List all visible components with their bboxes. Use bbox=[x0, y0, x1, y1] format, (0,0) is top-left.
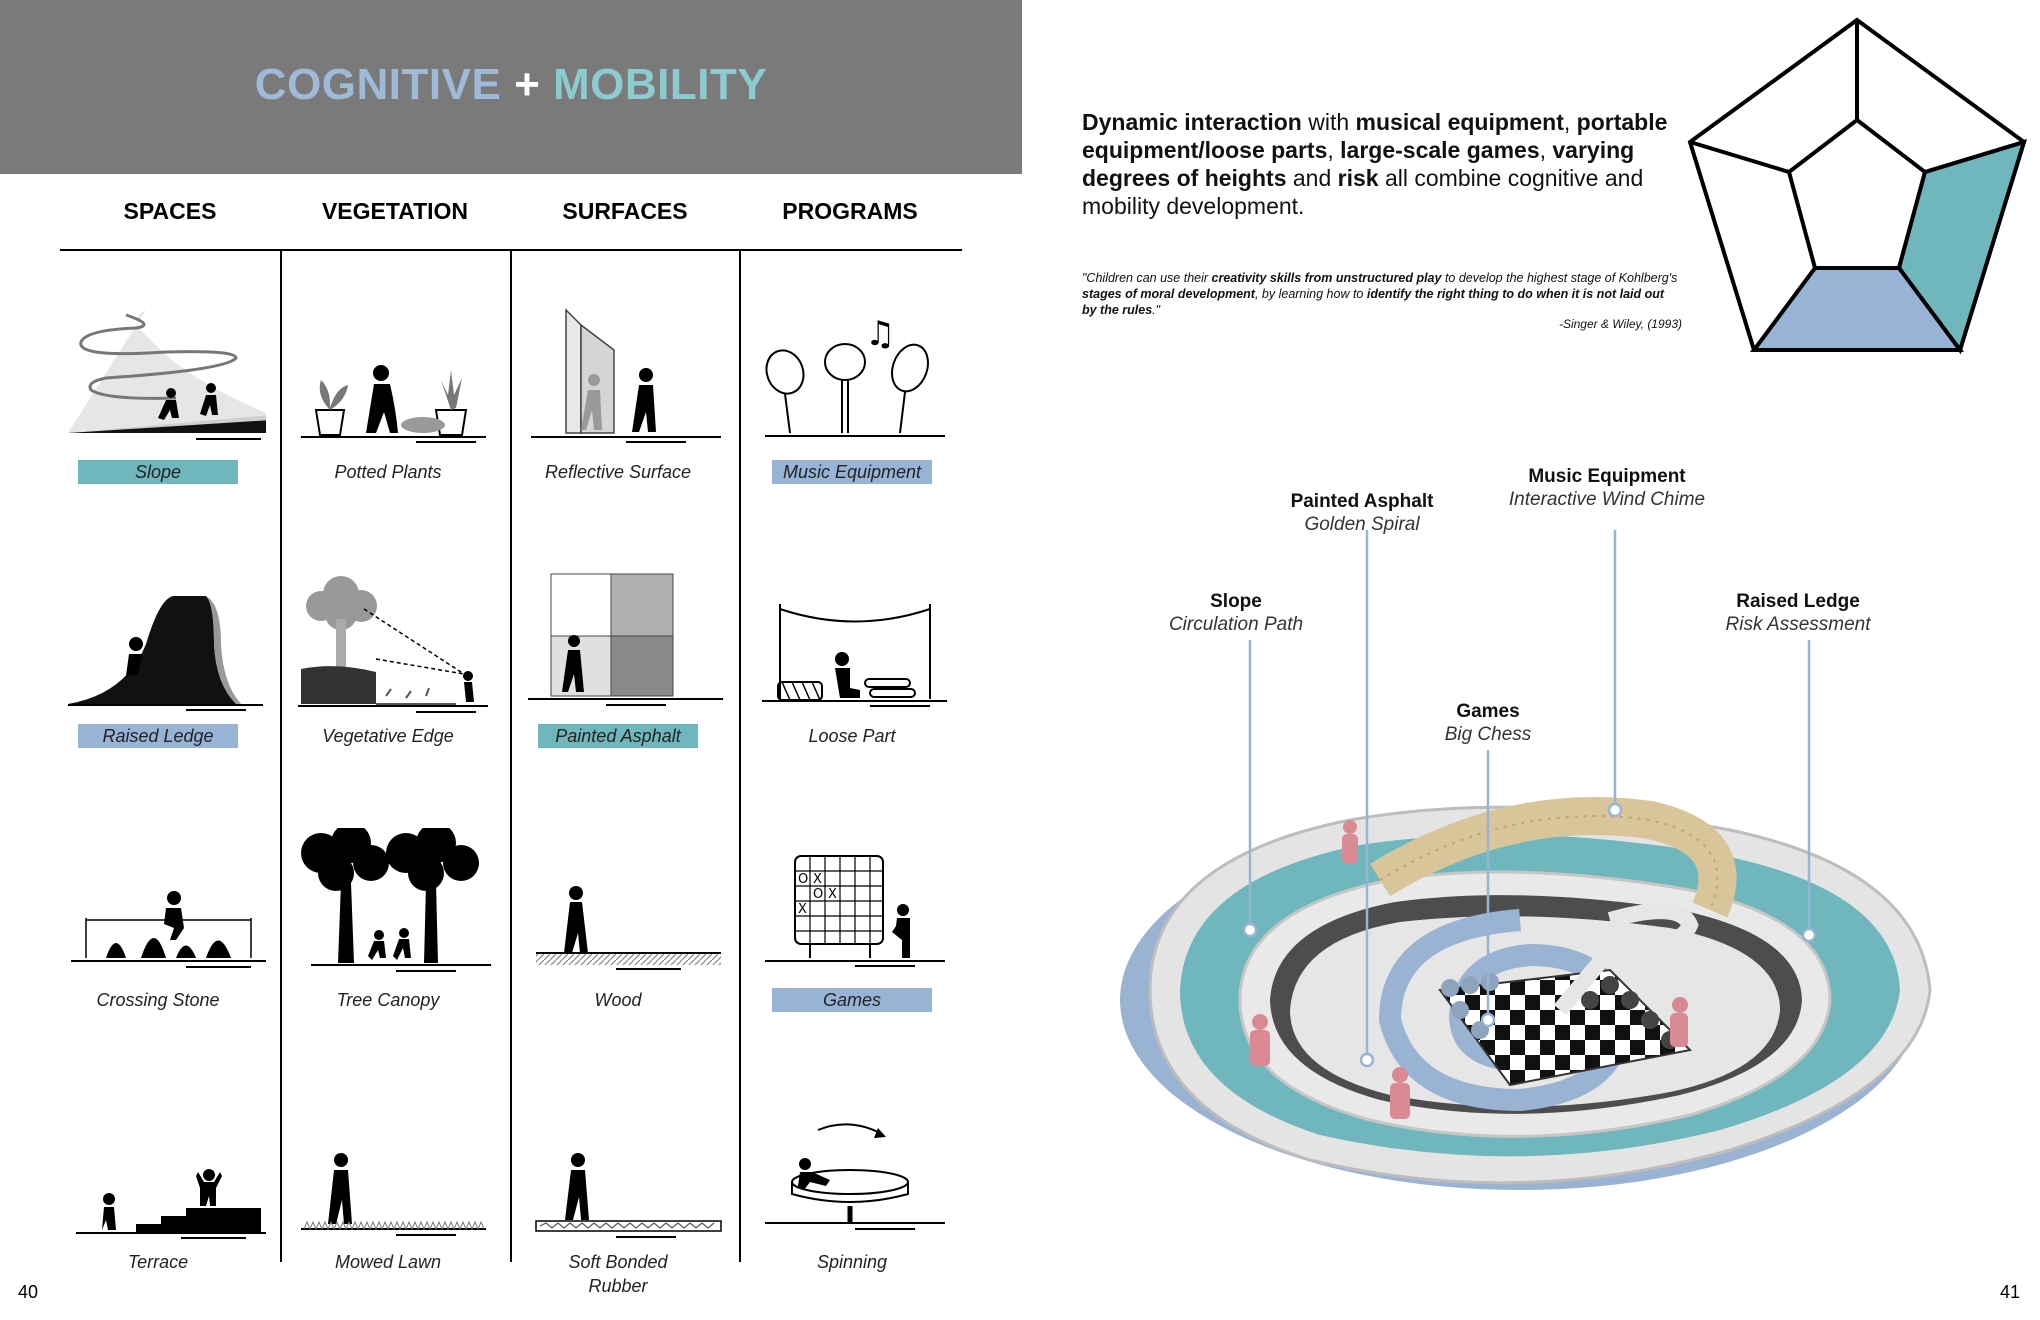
game-mark: O bbox=[813, 887, 823, 902]
cell-games: O X O X X Games bbox=[760, 828, 960, 1018]
callout-subtitle: Risk Assessment bbox=[1725, 614, 1871, 635]
label-slope: Slope bbox=[78, 460, 238, 484]
callout-subtitle: Golden Spiral bbox=[1304, 514, 1420, 535]
music-equipment-icon: ♫ bbox=[765, 314, 945, 437]
label-reflective-surface: Reflective Surface bbox=[544, 462, 692, 482]
wind-chime-fence bbox=[1370, 797, 1737, 918]
column-header-spaces: SPACES bbox=[123, 198, 217, 224]
label-music-equipment: Music Equipment bbox=[772, 460, 932, 484]
page-title: COGNITIVE + MOBILITY bbox=[0, 60, 1022, 110]
callout-title: Music Equipment bbox=[1528, 466, 1686, 487]
label-crossing-stone: Crossing Stone bbox=[96, 990, 220, 1010]
cell-raised-ledge: Raised Ledge bbox=[66, 564, 266, 754]
label-raised-ledge: Raised Ledge bbox=[78, 724, 238, 748]
cell-slope: Slope bbox=[66, 300, 266, 490]
callout-painted-asphalt: Painted Asphalt Golden Spiral bbox=[1242, 490, 1482, 536]
page-number-right: 41 bbox=[2000, 1282, 2021, 1302]
vegetative-edge-icon bbox=[298, 576, 488, 713]
soft-bonded-rubber-icon bbox=[535, 1153, 722, 1238]
column-header-vegetation: VEGETATION bbox=[321, 198, 469, 224]
slope-icon bbox=[68, 310, 266, 440]
game-mark: X bbox=[828, 887, 837, 902]
spinning-icon bbox=[765, 1123, 945, 1230]
label-spinning: Spinning bbox=[816, 1252, 888, 1272]
spiral-slide bbox=[1553, 903, 1699, 1016]
label-vegetative-edge: Vegetative Edge bbox=[322, 726, 454, 746]
column-header-programs: PROGRAMS bbox=[782, 198, 918, 224]
label-wood: Wood bbox=[594, 990, 642, 1010]
pentagon-radar-icon bbox=[1687, 17, 2028, 355]
game-mark: O bbox=[798, 872, 808, 887]
column-divider bbox=[280, 250, 282, 1262]
callout-raised-ledge: Raised Ledge Risk Assessment bbox=[1678, 590, 1918, 636]
label-games: Games bbox=[772, 988, 932, 1012]
column-divider bbox=[510, 250, 512, 1262]
mowed-lawn-icon bbox=[301, 1153, 486, 1236]
cell-tree-canopy: Tree Canopy bbox=[296, 828, 496, 1018]
callout-subtitle: Circulation Path bbox=[1168, 614, 1304, 635]
tree-canopy-icon bbox=[301, 828, 491, 972]
cell-spinning: Spinning bbox=[760, 1082, 960, 1272]
intro-paragraph: Dynamic interaction with musical equipme… bbox=[1082, 109, 1668, 219]
playground-illustration bbox=[1120, 530, 1932, 1190]
reflective-surface-icon bbox=[531, 308, 721, 443]
cell-wood: Wood bbox=[526, 828, 726, 1018]
label-terrace: Terrace bbox=[127, 1252, 189, 1272]
cell-painted-asphalt: Painted Asphalt bbox=[526, 564, 726, 754]
tic-tac-toe-icon: O X O X X bbox=[765, 855, 945, 967]
cell-terrace: Terrace bbox=[66, 1082, 266, 1272]
potted-plants-icon bbox=[301, 365, 486, 443]
cell-soft-bonded-rubber: Soft Bonded Rubber bbox=[526, 1082, 726, 1296]
game-mark: X bbox=[813, 872, 822, 887]
label-loose-part: Loose Part bbox=[808, 726, 896, 746]
callout-games: Games Big Chess bbox=[1368, 700, 1608, 746]
label-tree-canopy: Tree Canopy bbox=[336, 990, 440, 1010]
title-band bbox=[0, 0, 1022, 174]
title-plus: + bbox=[514, 60, 541, 109]
chess-pieces bbox=[1441, 973, 1499, 1039]
music-note-icon: ♫ bbox=[865, 314, 895, 354]
label-potted-plants: Potted Plants bbox=[334, 462, 442, 482]
page-number-left: 40 bbox=[18, 1282, 39, 1302]
child-figures bbox=[158, 383, 218, 420]
callout-subtitle: Interactive Wind Chime bbox=[1508, 489, 1706, 510]
painted-asphalt-icon bbox=[528, 573, 723, 706]
cell-music-equipment: ♫ Music Equipment bbox=[760, 300, 960, 490]
callout-title: Games bbox=[1456, 701, 1520, 722]
callout-subtitle: Big Chess bbox=[1444, 724, 1532, 745]
child-figures bbox=[1250, 820, 1688, 1119]
callout-title: Painted Asphalt bbox=[1290, 491, 1434, 512]
cell-loose-part: Loose Part bbox=[760, 564, 960, 754]
column-header-surfaces: SURFACES bbox=[562, 198, 688, 224]
wood-icon bbox=[536, 886, 721, 970]
callout-slope: Slope Circulation Path bbox=[1116, 590, 1356, 636]
quote-citation: -Singer & Wiley, (1993) bbox=[1558, 317, 1682, 331]
cell-reflective-surface: Reflective Surface bbox=[526, 300, 726, 490]
column-divider bbox=[739, 250, 741, 1262]
label-mowed-lawn: Mowed Lawn bbox=[334, 1252, 442, 1272]
callout-title: Slope bbox=[1210, 591, 1262, 612]
cell-mowed-lawn: Mowed Lawn bbox=[296, 1082, 496, 1272]
crossing-stone-icon bbox=[71, 891, 266, 968]
terrace-icon bbox=[76, 1169, 266, 1239]
quote-text: "Children can use their creativity skill… bbox=[1082, 271, 1678, 317]
title-cognitive: COGNITIVE bbox=[254, 60, 502, 109]
cell-potted-plants: Potted Plants bbox=[296, 300, 496, 490]
loose-part-icon bbox=[762, 604, 947, 707]
leader-lines bbox=[1242, 530, 1817, 1068]
title-mobility: MOBILITY bbox=[553, 60, 768, 109]
callout-music-equipment: Music Equipment Interactive Wind Chime bbox=[1487, 465, 1727, 511]
label-painted-asphalt: Painted Asphalt bbox=[538, 724, 698, 748]
callout-title: Raised Ledge bbox=[1736, 591, 1860, 612]
cell-vegetative-edge: Vegetative Edge bbox=[296, 564, 496, 754]
raised-ledge-icon bbox=[68, 595, 263, 711]
cell-crossing-stone: Crossing Stone bbox=[66, 828, 266, 1018]
game-mark: X bbox=[798, 902, 807, 917]
label-soft-bonded-rubber: Soft Bonded Rubber bbox=[568, 1252, 668, 1296]
